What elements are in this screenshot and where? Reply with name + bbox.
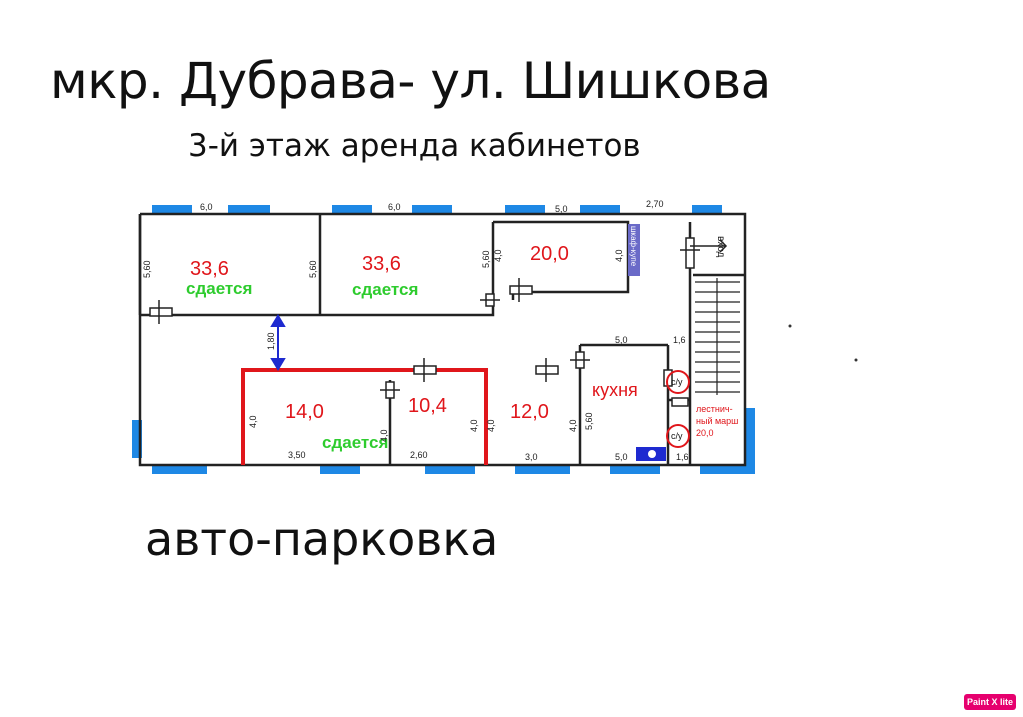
room-status: сдается xyxy=(322,433,388,452)
room-status: сдается xyxy=(186,279,252,298)
toilet-circle-2 xyxy=(666,424,690,448)
dim-kitchen-top-right: 1,6 xyxy=(673,335,686,345)
kitchen-label: кухня xyxy=(592,380,638,400)
windows xyxy=(132,205,755,474)
room-area: 12,0 xyxy=(510,401,549,423)
room-area: 20,0 xyxy=(530,243,569,265)
stair-label-1: лестнич- xyxy=(696,404,733,414)
dim-top: 6,0 xyxy=(388,202,401,212)
dim-lower: 4,0 xyxy=(469,419,479,432)
dim-kitchen-top: 5,0 xyxy=(615,335,628,345)
plan-title: мкр. Дубрава- ул. Шишкова xyxy=(50,52,771,110)
dim-side: 5,60 xyxy=(142,260,152,278)
room-area: 33,6 xyxy=(362,253,401,275)
dim-bottom: 5,0 xyxy=(615,452,628,462)
dim-side: 4,0 xyxy=(493,249,503,262)
sink-icon xyxy=(636,447,666,461)
dim-bottom: 2,60 xyxy=(410,450,428,460)
plan-subtitle: 3-й этаж аренда кабинетов xyxy=(188,128,641,164)
dim-lower: 5,60 xyxy=(584,412,594,430)
stair-label-2: ный марш xyxy=(696,416,738,426)
rented-highlight xyxy=(241,368,488,465)
dim-corridor: 1,80 xyxy=(266,332,276,350)
parking-label: авто-парковка xyxy=(145,512,499,566)
dim-lower: 4,0 xyxy=(248,415,258,428)
corridor-arrow-icon xyxy=(270,314,286,371)
walls xyxy=(138,212,747,467)
stair-area: 20,0 xyxy=(696,428,714,438)
dim-lower: 4,0 xyxy=(486,419,496,432)
entrance-arrow-icon xyxy=(690,239,728,253)
dim-lower: 4,0 xyxy=(379,429,389,442)
room-area: 33,6 xyxy=(190,258,229,280)
dim-bottom: 1,6 xyxy=(676,452,689,462)
room-area: 14,0 xyxy=(285,401,324,423)
dim-top: 6,0 xyxy=(200,202,213,212)
dim-bottom: 3,0 xyxy=(525,452,538,462)
toilet-label-1: с/у xyxy=(671,377,683,387)
dim-side: 5,60 xyxy=(481,250,491,268)
toilet-circle-1 xyxy=(666,370,690,394)
wardrobe xyxy=(628,224,640,276)
room-status: сдается xyxy=(352,280,418,299)
app-badge: Paint X lite xyxy=(964,694,1016,710)
dim-top: 5,0 xyxy=(555,204,568,214)
wardrobe-label: шкаф-купе xyxy=(629,226,638,267)
dim-side: 4,0 xyxy=(614,249,624,262)
stairs xyxy=(695,278,740,395)
dim-top: 2,70 xyxy=(646,199,664,209)
entrance-label: вход xyxy=(715,236,726,258)
dim-lower: 4,0 xyxy=(568,419,578,432)
dim-bottom: 3,50 xyxy=(288,450,306,460)
room-area: 10,4 xyxy=(408,395,447,417)
dim-side: 5,60 xyxy=(308,260,318,278)
toilet-label-2: с/у xyxy=(671,431,683,441)
